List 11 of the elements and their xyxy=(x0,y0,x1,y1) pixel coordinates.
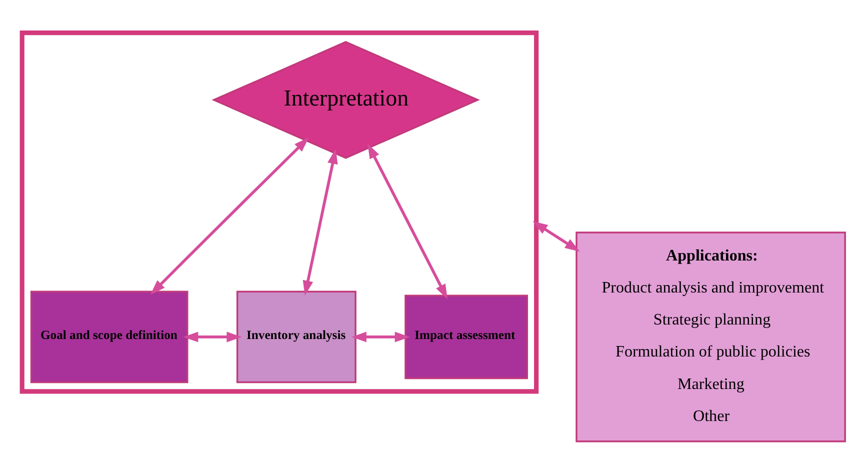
arrow xyxy=(150,136,309,294)
node-box: Impact assessment xyxy=(404,294,528,379)
node-box: Applications: Product analysis and improvement Strategic planning Formulation of public policies Marketing Other xyxy=(576,231,846,442)
arrow xyxy=(351,331,410,342)
node-box: Goal and scope definition xyxy=(30,290,188,383)
node-box: Inventory analysis xyxy=(236,290,356,383)
arrow xyxy=(532,220,580,252)
cluster xyxy=(20,30,539,394)
arrow xyxy=(183,331,242,342)
arrow xyxy=(368,143,448,299)
arrow xyxy=(302,148,338,296)
